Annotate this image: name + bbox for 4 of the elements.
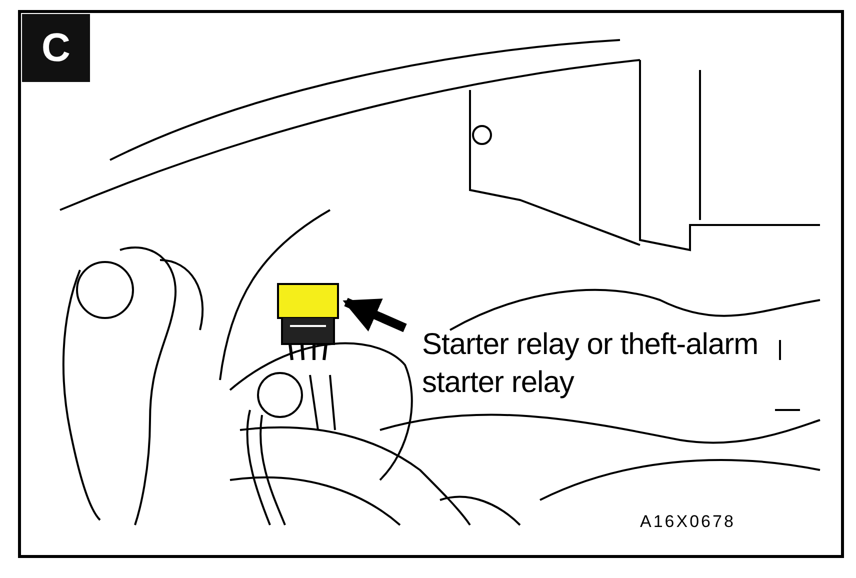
- figure-code: A16X0678: [640, 512, 736, 533]
- callout-label: Starter relay or theft-alarm starter relay: [422, 326, 772, 406]
- panel-letter: C: [22, 14, 90, 82]
- pointer-arrow: [342, 298, 407, 332]
